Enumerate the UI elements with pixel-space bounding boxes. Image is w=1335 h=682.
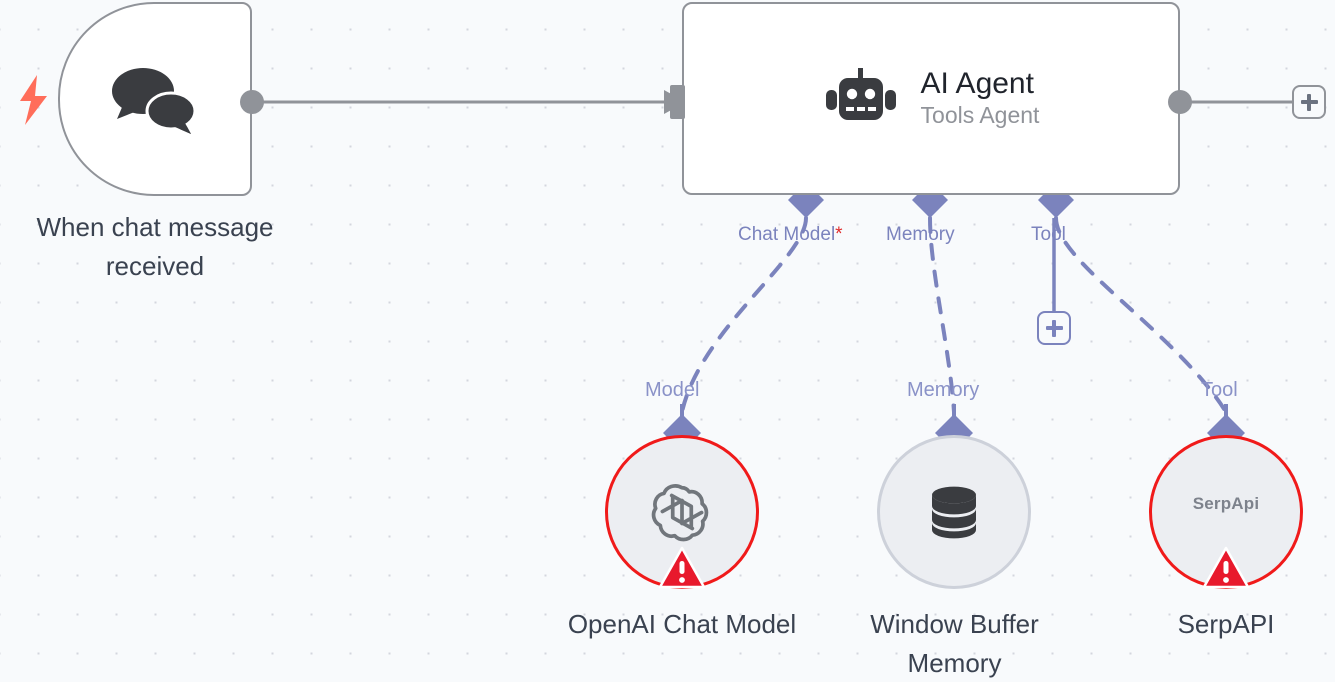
agent-title: AI Agent xyxy=(920,67,1034,101)
add-tool-button[interactable] xyxy=(1037,311,1071,345)
node-ai-agent[interactable]: AI Agent Tools Agent xyxy=(682,2,1180,195)
openai-logo-icon xyxy=(651,484,709,542)
warning-triangle-icon xyxy=(1202,546,1250,589)
node-openai-chat-model[interactable] xyxy=(605,435,759,589)
connector-label-chat-model-text: Chat Model xyxy=(738,224,836,245)
database-icon xyxy=(932,486,976,539)
endpoint-label-tool: Tool xyxy=(1201,379,1238,401)
agent-input-port[interactable] xyxy=(670,85,685,119)
node-when-chat-message-received[interactable] xyxy=(58,2,252,196)
connector-label-memory[interactable]: Memory xyxy=(886,224,955,245)
connector-label-chat-model[interactable]: Chat Model* xyxy=(738,224,843,246)
endpoint-label-model: Model xyxy=(645,379,700,401)
agent-text-block: AI Agent Tools Agent xyxy=(921,67,1040,129)
required-asterisk: * xyxy=(835,224,843,245)
endpoint-label-memory: Memory xyxy=(907,379,980,401)
connector-label-tool[interactable]: Tool xyxy=(1031,224,1066,245)
node-caption-serpapi: SerpAPI xyxy=(1177,609,1275,639)
agent-output-port[interactable] xyxy=(1168,90,1192,114)
node-window-buffer-memory[interactable] xyxy=(877,435,1031,589)
node-caption-trigger: When chat message received xyxy=(36,212,274,281)
robot-icon xyxy=(825,67,896,120)
plus-vertical-bar xyxy=(1052,319,1056,337)
serpapi-logo-icon: SerpApi xyxy=(1192,494,1260,513)
agent-subtitle: Tools Agent xyxy=(920,102,1040,129)
node-caption-openai: OpenAI Chat Model xyxy=(567,609,797,639)
trigger-output-port[interactable] xyxy=(240,90,264,114)
add-node-button[interactable] xyxy=(1292,85,1326,119)
plus-vertical-bar xyxy=(1307,93,1311,111)
node-caption-memory: Window Buffer Memory xyxy=(870,609,1039,678)
warning-triangle-icon xyxy=(658,546,706,589)
node-serpapi[interactable]: SerpApi xyxy=(1149,435,1303,589)
lightning-bolt-icon xyxy=(20,75,47,125)
chat-bubbles-icon xyxy=(112,68,197,134)
